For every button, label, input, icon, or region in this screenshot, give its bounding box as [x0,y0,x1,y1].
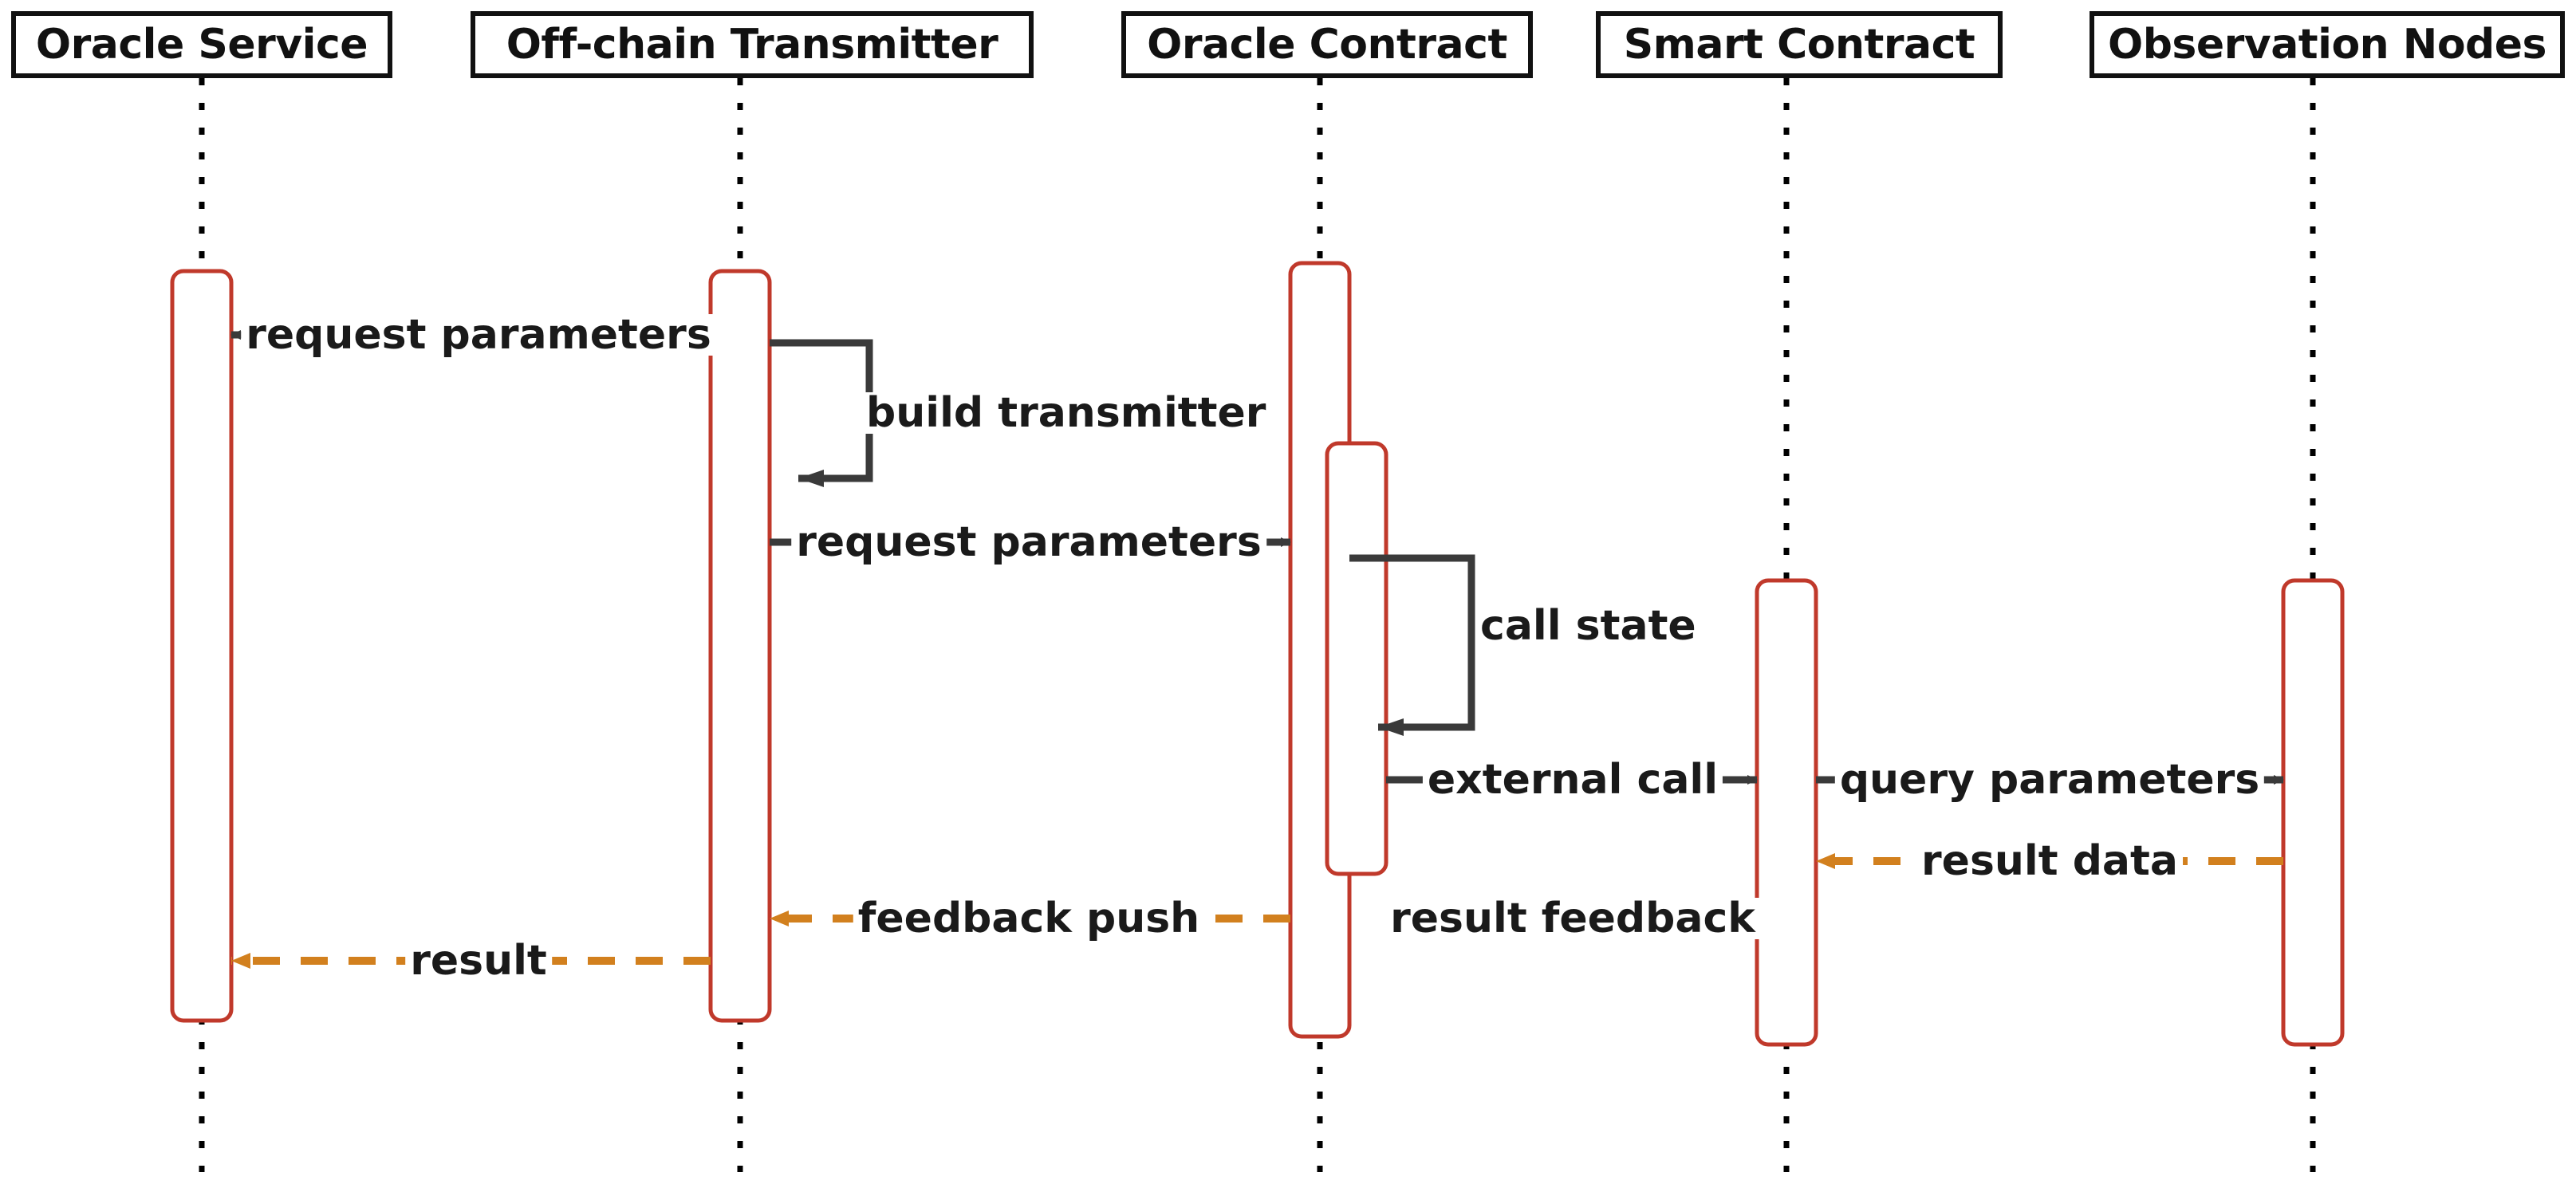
lifelines-group [199,78,2316,1172]
activation-act-observation-nodes [2281,578,2345,1047]
message-label-m2: build transmitter [861,392,1271,434]
activations-group [170,261,2345,1047]
message-label-m4: call state [1475,605,1701,647]
activation-act-transmitter [708,269,772,1023]
participant-header-observation-nodes[interactable]: Observation Nodes [2090,11,2565,78]
self-call-path [1349,554,1475,736]
participant-header-oracle-service[interactable]: Oracle Service [11,11,392,78]
participant-label: Off-chain Transmitter [506,21,998,69]
participant-label: Smart Contract [1623,21,1975,69]
participant-label: Observation Nodes [2108,21,2547,69]
message-label-m6: query parameters [1834,759,2265,801]
activation-act-oracle-contract-inner [1325,441,1388,876]
message-label-m3: request parameters [791,521,1266,563]
message-label-m7: result data [1916,840,2183,882]
participant-header-oracle-contract[interactable]: Oracle Contract [1121,11,1533,78]
message-label-m1: request parameters [241,314,716,356]
self-call-path [770,339,873,487]
message-m2 [770,339,873,487]
message-m4 [1349,554,1475,736]
participant-header-smart-contract[interactable]: Smart Contract [1596,11,2003,78]
message-label-m5: external call [1422,759,1723,801]
message-label-m9: feedback push [853,898,1205,939]
participant-header-off-chain-transmitter[interactable]: Off-chain Transmitter [471,11,1034,78]
activation-act-smart-contract [1755,578,1818,1047]
activation-act-oracle-service [170,269,234,1023]
message-label-m8: result feedback [1385,898,1760,939]
participant-label: Oracle Service [35,21,368,69]
participant-label: Oracle Contract [1147,21,1507,69]
message-label-m10: result [405,940,552,982]
